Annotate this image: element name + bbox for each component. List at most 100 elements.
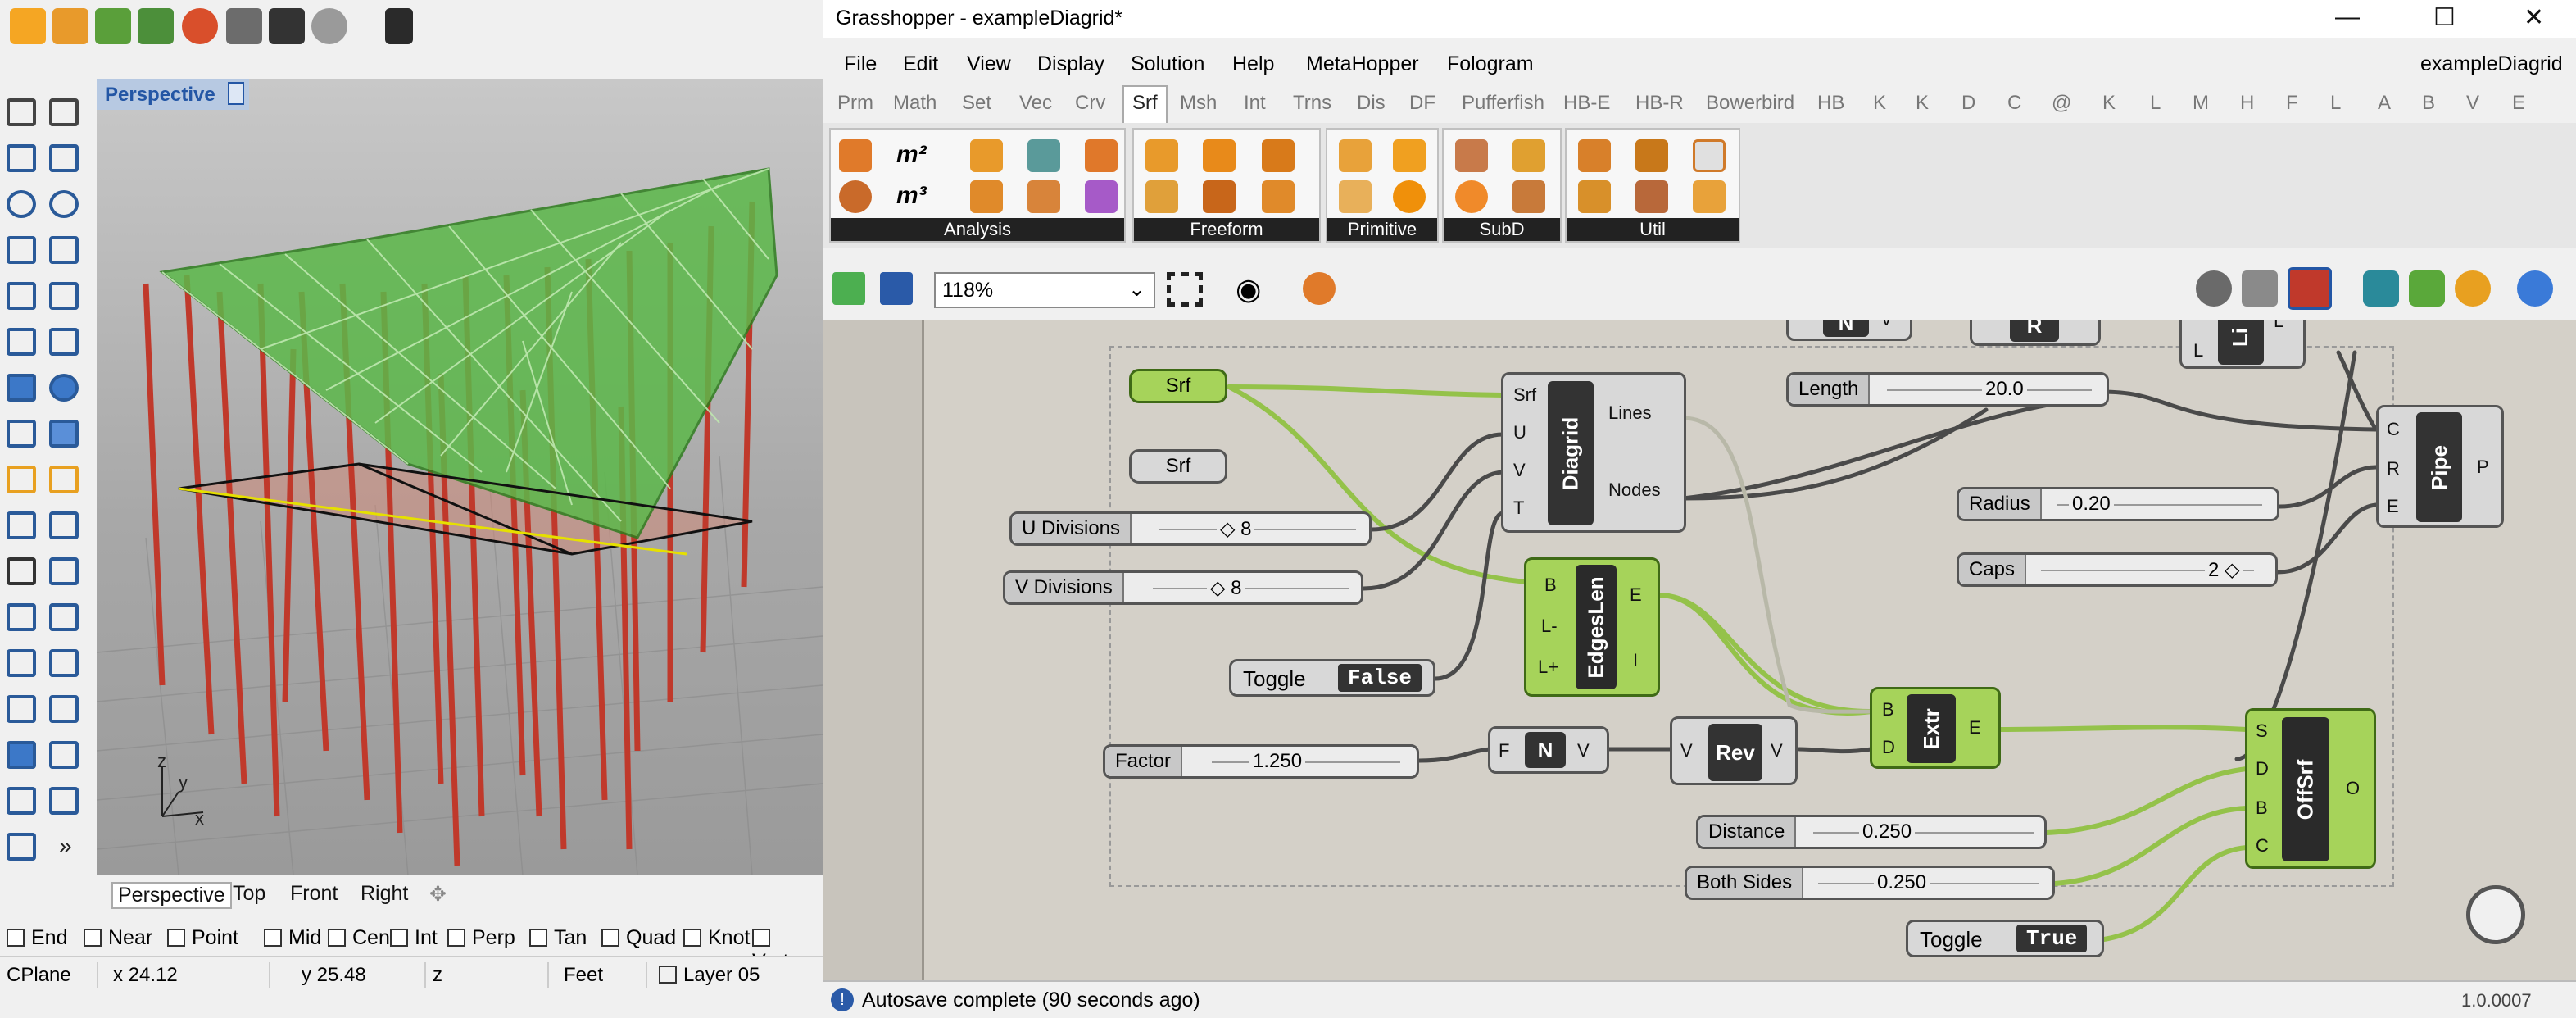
preview-shaded-icon[interactable] [2196, 270, 2232, 307]
material-icon[interactable] [52, 8, 88, 44]
negative-component-partial[interactable]: N V [1786, 320, 1912, 341]
preview-selected-icon[interactable] [2288, 267, 2332, 310]
minimize-icon[interactable]: — [2335, 3, 2360, 30]
maximize-icon[interactable]: ☐ [2433, 4, 2456, 31]
box-icon[interactable] [7, 374, 36, 402]
perspective-viewport[interactable]: x y z Perspective [97, 79, 823, 875]
menu-file[interactable]: File [844, 52, 878, 75]
tab-prm[interactable]: Prm [837, 92, 873, 114]
open-file-icon[interactable] [832, 272, 865, 305]
edgeslen-component[interactable]: B L- L+ EdgesLen E I [1524, 557, 1660, 697]
area-icon[interactable]: m² [896, 141, 927, 168]
tab-trns[interactable]: Trns [1293, 92, 1332, 114]
surface-icon[interactable] [7, 328, 36, 356]
cylinder-icon-gh[interactable] [1393, 139, 1426, 172]
subd-box-icon[interactable] [1455, 139, 1488, 172]
bounding-box-icon[interactable] [1693, 139, 1726, 172]
tab-h[interactable]: H [2240, 92, 2255, 114]
cylinder-icon[interactable] [7, 420, 36, 448]
tab-dis[interactable]: Dis [1357, 92, 1386, 114]
tab-right[interactable]: Right [361, 882, 409, 905]
preview-wire-icon[interactable] [2242, 270, 2278, 307]
boundary-icon[interactable] [1262, 180, 1295, 213]
distance-slider[interactable]: Distance 0.250 [1696, 815, 2047, 849]
tab-v[interactable]: V [2466, 92, 2480, 114]
block-icon[interactable] [7, 695, 36, 723]
osnap-mid[interactable]: Mid [264, 926, 321, 950]
menu-edit[interactable]: Edit [903, 52, 939, 75]
sketch-icon[interactable] [1303, 272, 1336, 305]
tab-hb[interactable]: HB [1817, 92, 1845, 114]
subd-sphere-icon[interactable] [1455, 180, 1488, 213]
trim-icon[interactable] [7, 603, 36, 631]
closest-point-icon[interactable] [970, 180, 1003, 213]
radius-slider[interactable]: Radius 0.20 [1957, 487, 2279, 521]
viewport-menu-arrow-icon[interactable] [228, 82, 244, 105]
tab-msh[interactable]: Msh [1180, 92, 1218, 114]
deconstruct-icon[interactable] [1027, 139, 1060, 172]
tab-m[interactable]: M [2193, 92, 2209, 114]
preview-eye-icon[interactable]: ◉ [1236, 272, 1262, 306]
tab-e[interactable]: E [2512, 92, 2526, 114]
menu-display[interactable]: Display [1037, 52, 1104, 75]
rotate-component-partial[interactable]: R [1970, 320, 2101, 346]
tab-l1[interactable]: L [2150, 92, 2161, 114]
divide-surface-icon[interactable] [1578, 139, 1611, 172]
grasshopper-icon[interactable] [182, 8, 218, 44]
extrude-icon[interactable] [1262, 139, 1295, 172]
volume-icon[interactable]: m³ [896, 182, 927, 209]
camera-icon[interactable] [269, 8, 305, 44]
tab-vec[interactable]: Vec [1019, 92, 1053, 114]
surface-curvature-icon[interactable] [1085, 180, 1118, 213]
layer-icon[interactable] [95, 8, 131, 44]
tab-b[interactable]: B [2422, 92, 2436, 114]
properties-icon[interactable] [138, 8, 174, 44]
evaluate-icon[interactable] [839, 180, 872, 213]
solid-icon[interactable] [7, 741, 36, 769]
view-icon[interactable] [226, 8, 262, 44]
toggle-true[interactable]: Toggle True [1906, 920, 2104, 957]
tab-int[interactable]: Int [1244, 92, 1266, 114]
tab-front[interactable]: Front [290, 882, 338, 905]
tab-df[interactable]: DF [1409, 92, 1435, 114]
loft-icon[interactable] [49, 328, 79, 356]
brep-join-icon[interactable] [1635, 180, 1668, 213]
cube-icon[interactable] [1339, 139, 1372, 172]
menu-help[interactable]: Help [1232, 52, 1275, 75]
display-settings-icon[interactable] [2409, 270, 2445, 307]
add-viewport-icon[interactable]: ✥ [429, 883, 447, 906]
osnap-knot[interactable]: Knot [683, 926, 750, 950]
boolean-icon[interactable] [7, 557, 36, 585]
box-corners-icon[interactable] [839, 139, 872, 172]
osnap-int[interactable]: Int [390, 926, 438, 950]
split-icon[interactable] [49, 603, 79, 631]
network-surface-icon[interactable] [1145, 180, 1178, 213]
subd-mesh-icon[interactable] [1512, 180, 1545, 213]
osnap-end[interactable]: End [7, 926, 67, 950]
surface-frames-icon[interactable] [1578, 180, 1611, 213]
tab-c[interactable]: C [2007, 92, 2022, 114]
subd-fuse-icon[interactable] [1512, 139, 1545, 172]
sphere-icon-gh[interactable] [1393, 180, 1426, 213]
tab-perspective[interactable]: Perspective [111, 882, 232, 909]
rectangle-icon[interactable] [49, 236, 79, 264]
bake-icon[interactable] [2517, 270, 2553, 307]
display-mesh-icon[interactable] [2363, 270, 2399, 307]
u-divisions-slider[interactable]: U Divisions ◇ 8 [1009, 511, 1372, 546]
polyline-icon[interactable] [7, 144, 36, 172]
dimension-icon[interactable] [49, 649, 79, 677]
chart-icon[interactable] [385, 8, 413, 44]
dimensions-icon[interactable] [1085, 139, 1118, 172]
tab-hb-e[interactable]: HB-E [1563, 92, 1611, 114]
tab-k1[interactable]: K [1873, 92, 1887, 114]
arc-icon[interactable] [7, 236, 36, 264]
pipe-component[interactable]: C R E Pipe P [2376, 405, 2504, 528]
diagrid-component[interactable]: Srf U V T Diagrid Lines Nodes [1501, 372, 1686, 533]
tab-hb-r[interactable]: HB-R [1635, 92, 1684, 114]
tab-top[interactable]: Top [233, 882, 266, 905]
tab-l2[interactable]: L [2330, 92, 2342, 114]
tab-at[interactable]: @ [2052, 92, 2072, 114]
line-component-partial[interactable]: L Li L [2179, 320, 2306, 369]
brep-edges-icon[interactable] [970, 139, 1003, 172]
sweep-icon[interactable] [1203, 139, 1236, 172]
